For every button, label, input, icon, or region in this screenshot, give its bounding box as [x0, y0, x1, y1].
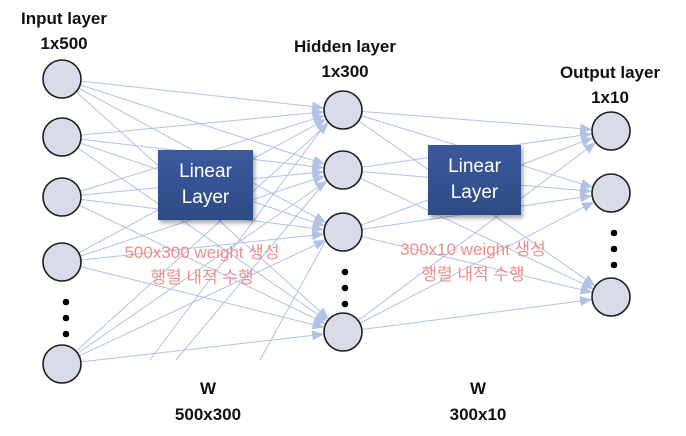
output-node-0 [591, 111, 631, 151]
output-node-1 [591, 173, 631, 213]
input-hidden-edge-0-1 [79, 84, 325, 166]
input-ellipsis-dot-2 [62, 330, 70, 338]
weight-label-2-symbol: W [469, 379, 487, 398]
hidden-node-3 [323, 312, 363, 352]
output-layer-header: Output layer 1x10 [540, 60, 680, 110]
input-hidden-edge-3-2 [80, 230, 325, 261]
ellipsis-dots [62, 229, 618, 338]
output-ellipsis-dot-0 [610, 229, 618, 237]
output-ellipsis-dot-1 [610, 245, 618, 253]
input-hidden-edge-4-2 [78, 240, 326, 357]
input-hidden-edge-0-0 [80, 80, 325, 112]
hidden-ellipsis-dot-2 [341, 300, 349, 308]
hidden-node-1 [323, 150, 363, 190]
operation-note-2-line2: 행렬 내적 수행 [421, 265, 525, 284]
output-layer-title: Output layer [559, 63, 661, 82]
weight-label-2: W 300x10 [418, 376, 538, 428]
operation-note-1-line2: 행렬 내적 수행 [150, 268, 254, 287]
hidden-node-0 [323, 90, 363, 130]
input-hidden-edge-4-1 [77, 180, 328, 354]
weight-label-1-symbol: W [199, 379, 217, 398]
weight-label-1-shape: 500x300 [174, 405, 242, 424]
hidden-output-edge-2-2 [361, 235, 593, 295]
hidden-output-edge-3-2 [361, 296, 593, 331]
linear-layer-box-1-line1: Linear [179, 161, 232, 182]
hidden-node-2 [323, 212, 363, 252]
hidden-output-edge-1-2 [359, 177, 594, 289]
input-layer-size: 1x500 [40, 34, 88, 53]
hidden-output-edge-0-0 [361, 110, 593, 134]
hidden-layer-title: Hidden layer [293, 37, 397, 56]
operation-note-1-line1: 500x300 weight 생성 [124, 243, 280, 262]
linear-layer-box-1: Linear Layer [158, 150, 253, 220]
input-node-0 [42, 59, 82, 99]
input-node-3 [42, 242, 82, 282]
extra-edge-2 [259, 239, 327, 361]
input-node-2 [42, 177, 82, 217]
input-layer-header: Input layer 1x500 [0, 6, 128, 56]
linear-layer-box-2: Linear Layer [428, 145, 521, 215]
hidden-ellipsis-dot-1 [341, 284, 349, 292]
hidden-layer-size: 1x300 [321, 62, 369, 81]
neuron-nodes [42, 59, 631, 384]
input-hidden-edge-2-3 [78, 204, 326, 324]
input-ellipsis-dot-1 [62, 314, 70, 322]
input-hidden-edge-4-3 [80, 330, 325, 363]
extra-edge-0 [149, 117, 331, 361]
output-node-2 [591, 277, 631, 317]
weight-label-1: W 500x300 [148, 376, 268, 428]
weight-label-2-shape: 300x10 [449, 405, 507, 424]
linear-layer-box-1-line2: Layer [181, 187, 230, 208]
hidden-output-edge-3-0 [357, 142, 596, 322]
linear-layer-box-2-line2: Layer [450, 182, 499, 203]
extra-edge-1 [175, 175, 331, 361]
hidden-output-edge-3-1 [359, 201, 595, 324]
input-hidden-edge-4-0 [75, 122, 329, 352]
operation-note-2: 300x10 weight 생성 행렬 내적 수행 [378, 237, 568, 287]
input-node-1 [42, 117, 82, 157]
hidden-layer-header: Hidden layer 1x300 [270, 34, 420, 84]
input-node-4 [42, 344, 82, 384]
input-ellipsis-dot-0 [62, 298, 70, 306]
operation-note-2-line1: 300x10 weight 생성 [400, 240, 546, 259]
input-layer-title: Input layer [21, 9, 107, 28]
input-hidden-edge-1-3 [77, 147, 328, 322]
hidden-ellipsis-dot-0 [341, 268, 349, 276]
output-ellipsis-dot-2 [610, 261, 618, 269]
input-hidden-edge-1-0 [80, 107, 325, 136]
linear-layer-box-2-line1: Linear [448, 156, 501, 177]
output-layer-size: 1x10 [591, 88, 629, 107]
operation-note-1: 500x300 weight 생성 행렬 내적 수행 [104, 240, 300, 290]
